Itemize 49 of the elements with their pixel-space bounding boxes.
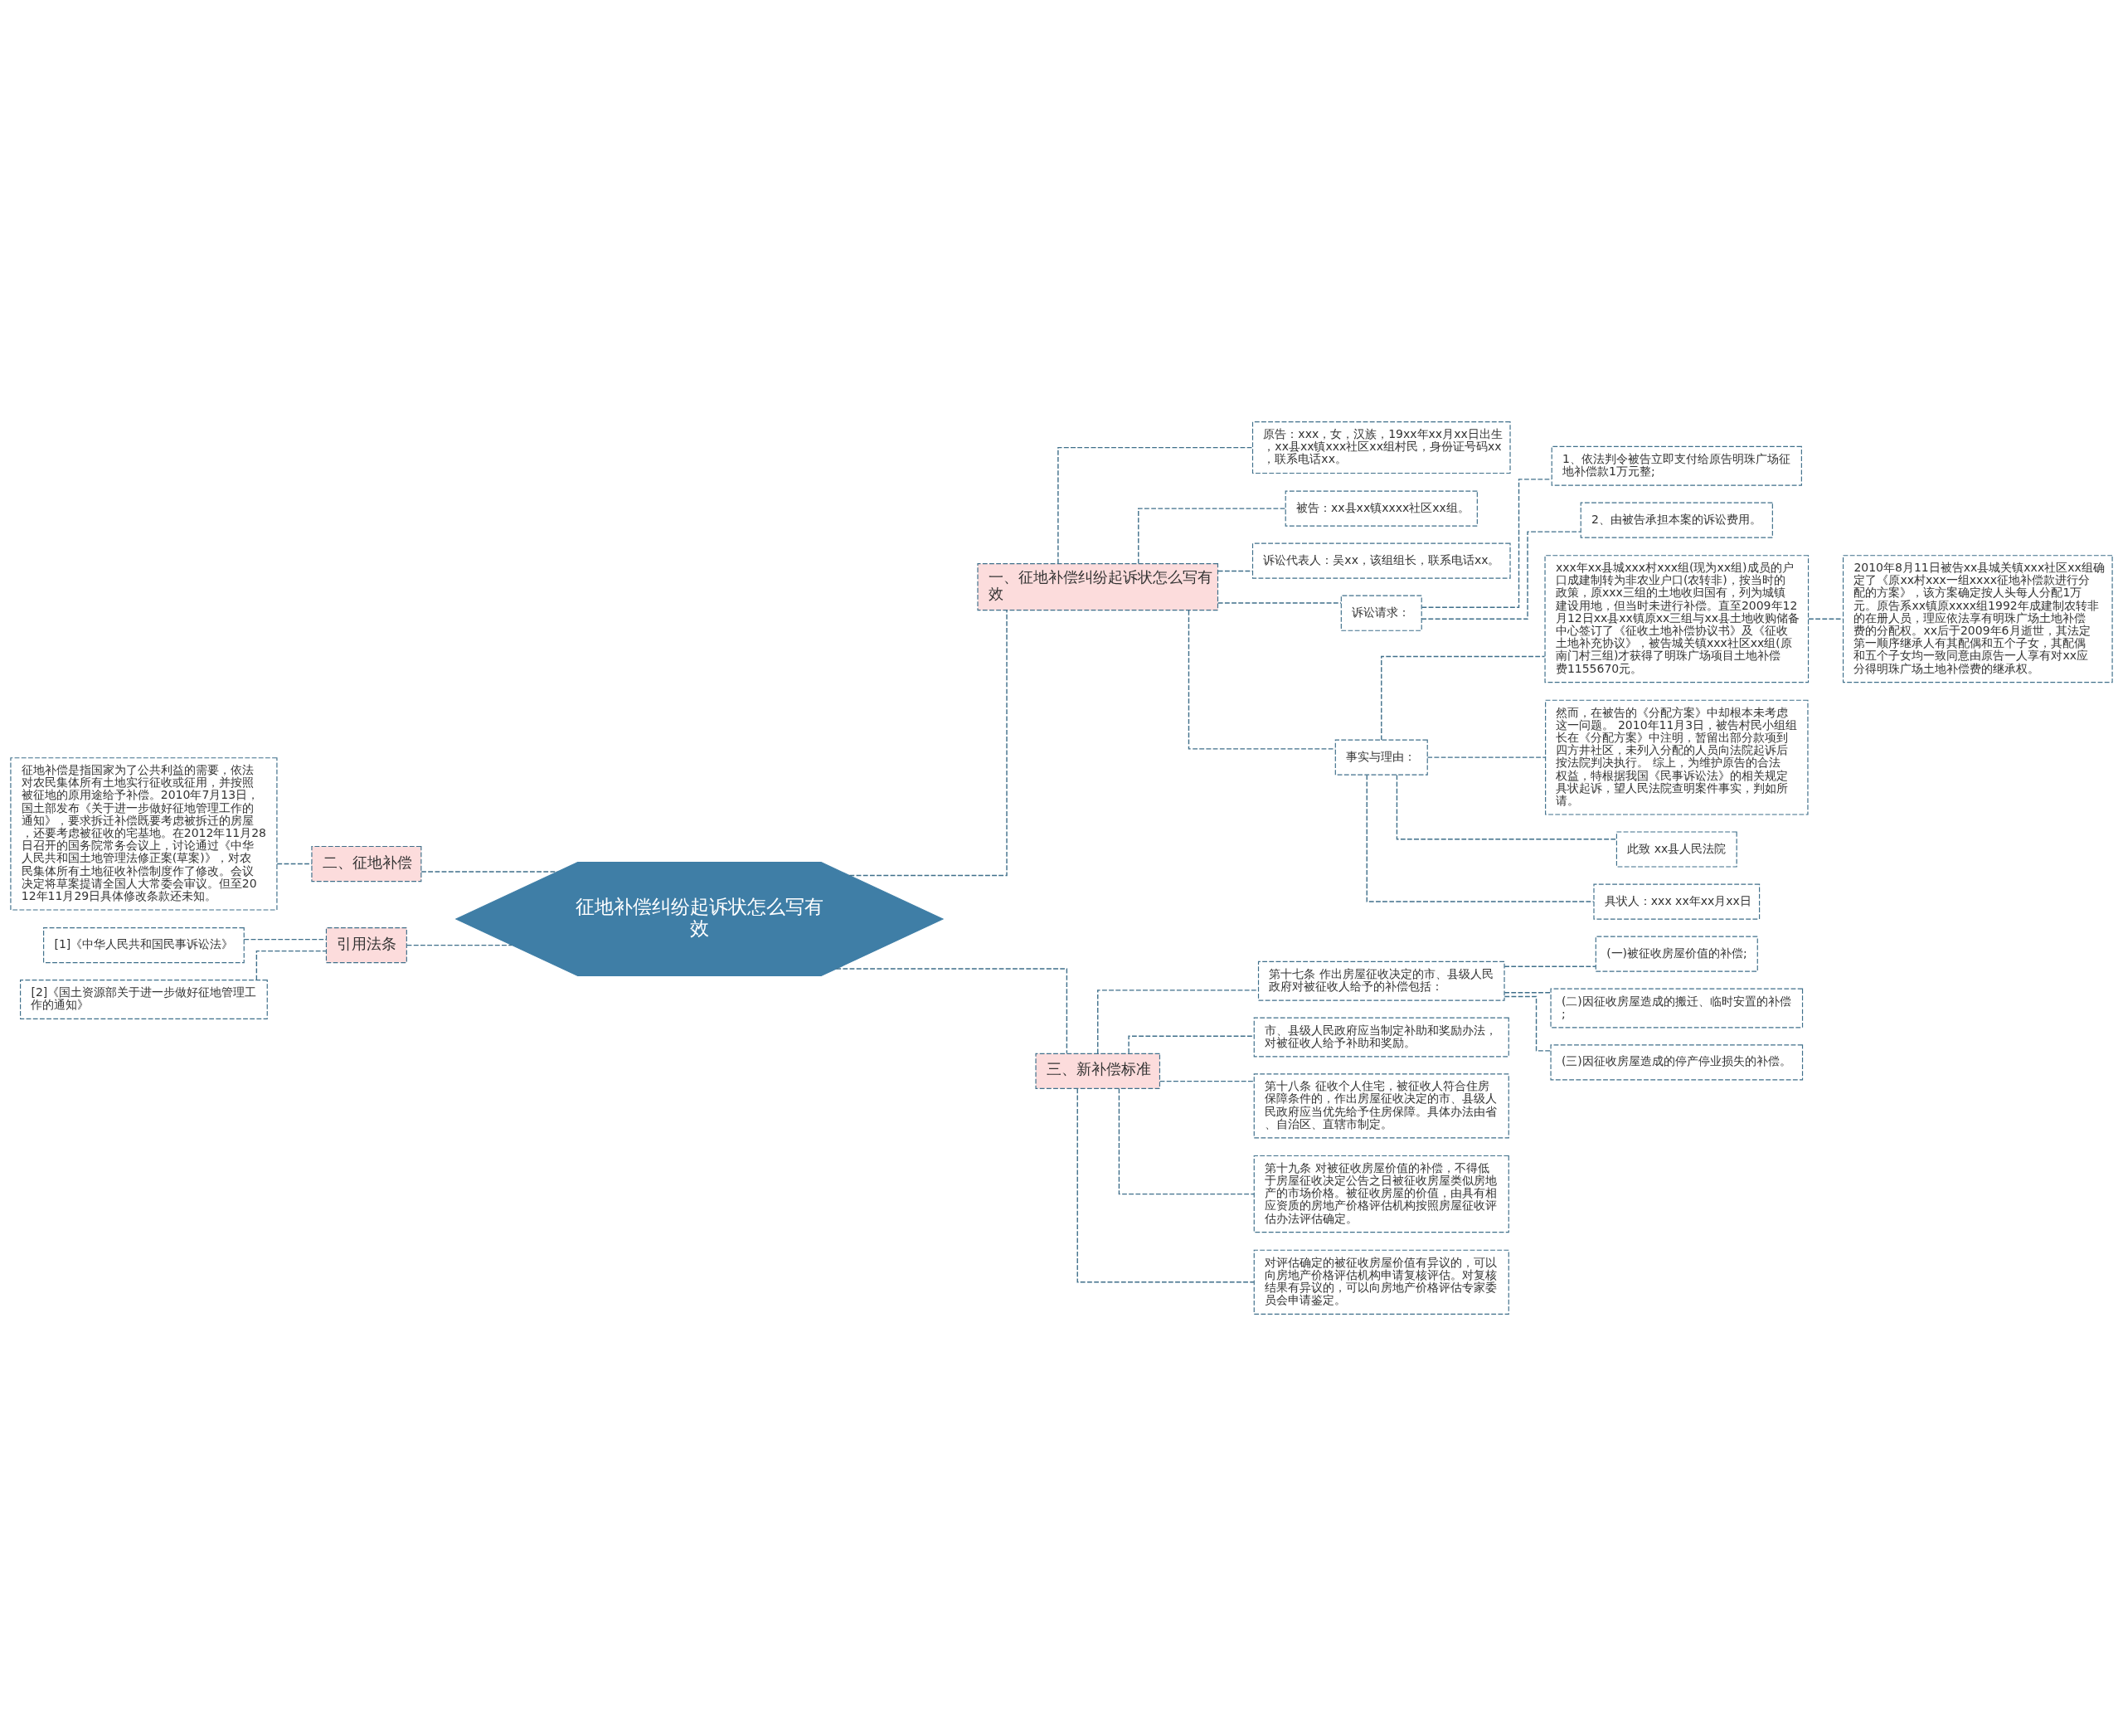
- node-box: 2、由被告承担本案的诉讼费用。: [1580, 502, 1773, 538]
- connector: [1217, 602, 1342, 604]
- node-box: 征地补偿是指国家为了公共利益的需要，依法对农民集体所有土地实行征收或征用，并按照被征地的原用途给予补偿。2010年7月13日，国土部发布《关于进一步做好征地管理工作的通知》，要求拆迁补偿既要考虑被拆迁的房屋，还要考虑被征收的宅基地。在2012年11月28日召开的国务院常务会议上，讨论通过《中华人民共和国土地管理法修正案(草案)》，对农民集体所有土地征收补偿制度作了修改。会议决定将草案提请全国人大常委会审议。但至2012年11月29日具体修改条款还未知。: [10, 757, 278, 911]
- node-box: 诉讼代表人：吴xx，该组组长，联系电话xx。: [1251, 542, 1511, 579]
- connector: [1118, 1087, 1255, 1195]
- node-box: (二)因征收房屋造成的搬迁、临时安置的补偿;: [1550, 988, 1804, 1028]
- node-box: 1、依法判令被告立即支付给原告明珠广场征地补偿款1万元整;: [1551, 445, 1802, 486]
- connector: [1421, 531, 1581, 620]
- node-box: 三、新补偿标准: [1035, 1053, 1161, 1089]
- connector: [1057, 446, 1253, 565]
- connector: [243, 938, 327, 941]
- connector: [1076, 1087, 1255, 1283]
- connector: [276, 863, 313, 865]
- connector: [835, 968, 1068, 1054]
- node-box: 二、征地补偿: [311, 845, 422, 883]
- node-box: 被告：xx县xx镇xxxx社区xx组。: [1285, 490, 1478, 527]
- node-box: 事实与理由：: [1334, 739, 1428, 776]
- node-box: (三)因征收房屋造成的停产停业损失的补偿。: [1550, 1044, 1804, 1081]
- connector: [1381, 655, 1546, 741]
- node-box: (一)被征收房屋价值的补偿;: [1595, 936, 1758, 972]
- node-box: xxx年xx县城xxx村xxx组(现为xx组)成员的户口成建制转为非农业户口(农转非)，按当时的政策，原xxx三组的土地收归国有，列为城镇建设用地，但当时未进行补偿。直至2009年12月12日xx县xx镇原xx三组与xx县土地收购储备中心签订了《征收土地补偿协议书》及《征收土地补充协议》，被告城关镇xxx社区xx组(原南门村三组)才获得了明珠广场项目土地补偿费1155670元。: [1544, 555, 1810, 683]
- connector: [1128, 1035, 1255, 1054]
- node-box: 第十七条 作出房屋征收决定的市、县级人民政府对被征收人给予的补偿包括：: [1257, 960, 1505, 1001]
- node-box: 2010年8月11日被告xx县城关镇xxx社区xx组确定了《原xx村xxx一组xxxx征地补偿款进行分配的方案》，该方案确定按人头每人分配1万元。原告系xx镇原xxxx组1992年成建制农转非的在册人员，理应依法享有明珠广场土地补偿费的分配权。xx后于2009年6月逝世，其法定第一顺序继承人有其配偶和五个子女，其配偶和五个子女均一致同意由原告一人享有对xx应分得明珠广场土地补偿费的继承权。: [1843, 555, 2113, 683]
- connector: [1504, 965, 1596, 967]
- connector: [1097, 990, 1259, 1054]
- connector: [1426, 756, 1547, 758]
- node-box: 然而，在被告的《分配方案》中却根本未考虑这一问题。 2010年11月3日，被告村民小组组长在《分配方案》中注明，暂留出部分款项到四方井社区，未列入分配的人员向法院起诉后按法院判决执行。 综上，为维护原告的合法权益，特根据我国《民事诉讼法》的相关规定具状起诉，望人民法院查明案件事实，判如所请。: [1545, 699, 1809, 815]
- connector: [1188, 610, 1336, 750]
- connector: [1138, 508, 1286, 565]
- node-box: [1]《中华人民共和国民事诉讼法》: [43, 927, 245, 964]
- node-box: 第十九条 对被征收房屋价值的补偿，不得低于房屋征收决定公告之日被征收房屋类似房地产的市场价格。被征收房屋的价值，由具有相应资质的房地产价格评估机构按照房屋征收评估办法评估确定。: [1253, 1155, 1509, 1233]
- connector: [406, 944, 513, 946]
- connector: [255, 950, 327, 981]
- connector: [1159, 1080, 1255, 1082]
- node-box: 具状人：xxx xx年xx月xx日: [1593, 883, 1761, 920]
- node-box: 市、县级人民政府应当制定补助和奖励办法，对被征收人给予补助和奖励。: [1253, 1017, 1509, 1058]
- node-box: 原告：xxx，女，汉族，19xx年xx月xx日出生，xx县xx镇xxx社区xx组村民，身份证号码xx，联系电话xx。: [1251, 421, 1511, 474]
- node-box: 一、征地补偿纠纷起诉状怎么写有效: [977, 563, 1219, 611]
- connector: [1366, 774, 1595, 902]
- connector: [1396, 774, 1617, 840]
- connector: [848, 610, 1008, 877]
- node-box: 第十八条 征收个人住宅，被征收人符合住房保障条件的，作出房屋征收决定的市、县级人民政府应当优先给予住房保障。具体办法由省、自治区、直辖市制定。: [1253, 1073, 1509, 1139]
- node-box: 引用法条: [325, 927, 407, 964]
- node-box: 对评估确定的被征收房屋价值有异议的，可以向房地产价格评估机构申请复核评估。对复核结果有异议的，可以向房地产价格评估专家委员会申请鉴定。: [1253, 1249, 1509, 1315]
- node-box: [2]《国土资源部关于进一步做好征地管理工作的通知》: [20, 980, 268, 1019]
- connector: [1504, 992, 1552, 994]
- node-box: 诉讼请求：: [1340, 595, 1422, 631]
- node-box: 此致 xx县人民法院: [1615, 831, 1737, 868]
